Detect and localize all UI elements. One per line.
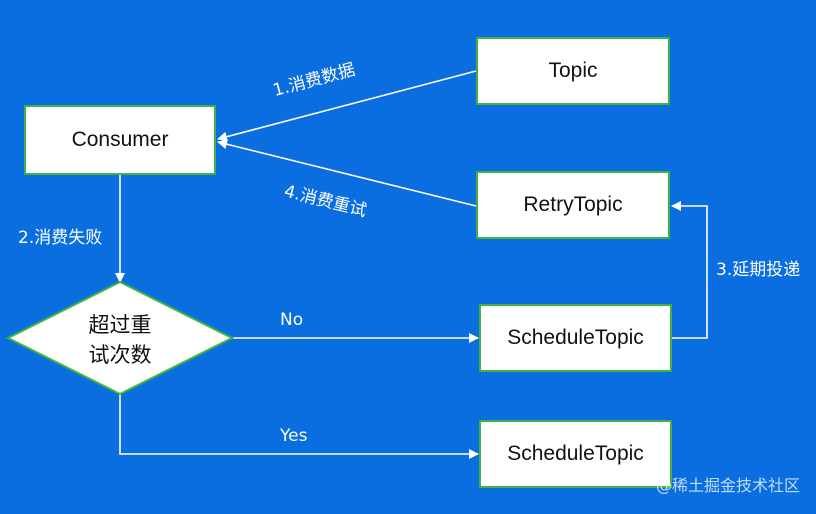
arrow-decision-yes <box>119 394 479 459</box>
arrow-topic-to-consumer <box>217 70 477 142</box>
arrow-retry-to-consumer <box>217 139 477 207</box>
watermark: @稀土掘金技术社区 <box>655 476 800 495</box>
edge-label-no: No <box>280 310 304 330</box>
schedule-topic-no-label: ScheduleTopic <box>507 326 644 349</box>
retry-topic-label: RetryTopic <box>523 193 623 216</box>
decision-diamond <box>5 280 235 396</box>
schedule-topic-yes-node: ScheduleTopic <box>479 420 672 488</box>
edge-label-consume-fail: 2.消费失败 <box>18 228 103 248</box>
decision-text: 超过重 试次数 <box>60 310 180 370</box>
arrow-delay-deliver <box>671 201 708 339</box>
edge-label-yes: Yes <box>280 426 308 446</box>
consumer-label: Consumer <box>71 128 169 151</box>
decision-line-1: 超过重 <box>88 313 152 337</box>
topic-label: Topic <box>548 59 598 82</box>
consumer-node: Consumer <box>24 105 216 175</box>
schedule-topic-no-node: ScheduleTopic <box>479 304 672 372</box>
retry-topic-node: RetryTopic <box>476 171 670 239</box>
decision-line-2: 试次数 <box>88 343 152 367</box>
topic-node: Topic <box>476 37 670 105</box>
schedule-topic-yes-label: ScheduleTopic <box>507 442 644 465</box>
edge-label-delay-deliver: 3.延期投递 <box>716 260 801 280</box>
